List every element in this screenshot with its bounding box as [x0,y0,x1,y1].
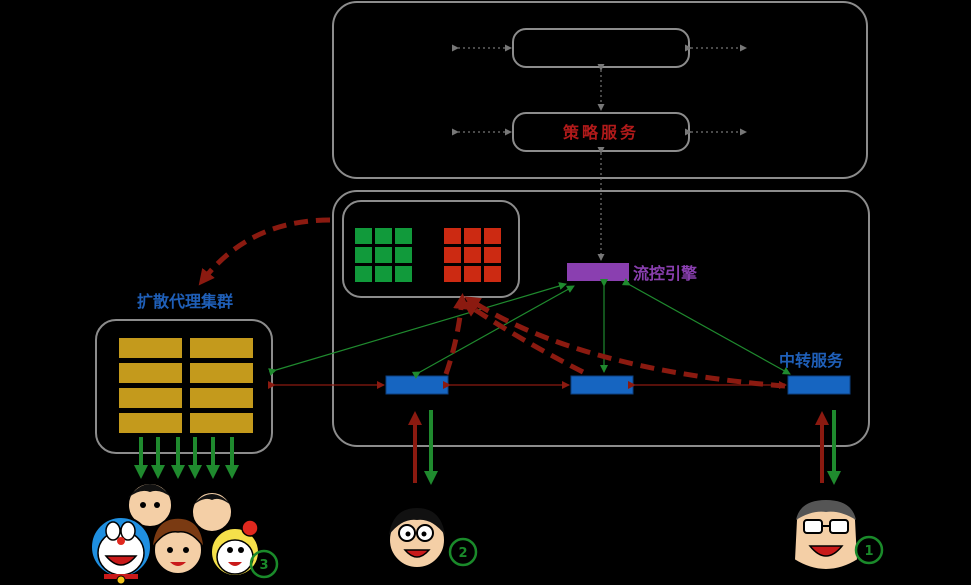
relay-node-left [385,375,449,395]
red-grid [444,228,501,282]
flow-engine-label: 流控引擎 [633,264,698,283]
dashed-flow-arrows [198,217,786,389]
cluster-blocks [119,338,253,433]
relay-node-right [787,375,851,395]
badge-2-text: 2 [458,546,467,561]
diffusion-cluster-label: 扩散代理集群 [137,292,233,311]
badge-3 [249,549,279,579]
badge-1 [854,535,884,565]
green-control-arrows [268,278,791,379]
user-2-avatar [388,508,446,569]
policy-service-label: 策略服务 [562,123,639,142]
flow-engine-node [567,263,629,281]
green-grid [355,228,412,282]
user-1-avatar [792,500,860,571]
cluster-down-arrows [134,437,239,479]
relay-service-label: 中转服务 [779,351,844,370]
top-service-box [512,28,690,68]
user-group-avatars [90,482,260,585]
gray-dotted-connectors [452,44,747,261]
badge-1-text: 1 [864,544,873,559]
relay-node-middle [570,375,634,395]
user-arrows [408,410,841,485]
badge-3-text: 3 [259,558,268,573]
badge-2 [448,537,478,567]
